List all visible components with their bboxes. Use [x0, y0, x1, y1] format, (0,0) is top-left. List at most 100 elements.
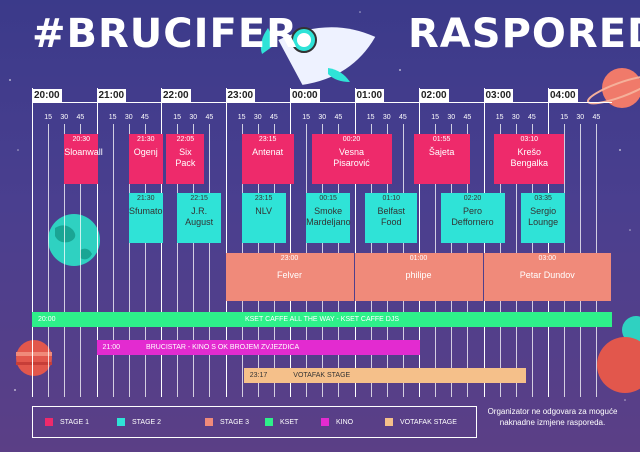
legend-swatch	[205, 418, 213, 427]
quarter-label: 30	[576, 114, 585, 121]
planet-teal-right-icon	[622, 316, 640, 344]
quarter-label: 15	[495, 114, 504, 121]
hour-line	[290, 88, 291, 397]
kset-bar-time: 20:00	[38, 316, 56, 323]
legend-item: KSET	[265, 418, 298, 427]
stage2-slot-time: 21:30	[136, 195, 155, 202]
legend-item: STAGE 1	[45, 418, 89, 427]
quarter-label: 30	[60, 114, 69, 121]
votafak-bar-name: VOTAFAK STAGE	[293, 372, 351, 379]
legend-swatch	[321, 418, 329, 427]
quarter-label: 15	[560, 114, 569, 121]
legend-item: KINO	[321, 418, 353, 427]
quarter-label: 45	[527, 114, 536, 121]
legend-label: VOTAFAK STAGE	[400, 419, 457, 426]
title-brucifer: #BRUCIFER	[32, 11, 298, 57]
hour-label: 04:00	[548, 89, 578, 102]
stage1-slot-name: Ogenj	[133, 147, 158, 157]
quarter-label: 30	[318, 114, 327, 121]
quarter-label: 45	[205, 114, 214, 121]
kino-bar-time: 21:00	[102, 344, 121, 351]
stage1-slot-time: 23:15	[258, 136, 277, 143]
quarter-line	[48, 124, 50, 397]
legend-label: STAGE 2	[132, 419, 162, 426]
stage1-slot-name: Sloanwall	[64, 147, 103, 157]
quarter-label: 45	[269, 114, 278, 121]
stage2-slot-time: 00:15	[319, 195, 337, 202]
hour-line	[354, 88, 356, 397]
quarter-line	[209, 124, 211, 397]
legend-item: VOTAFAK STAGE	[385, 418, 457, 427]
quarter-label: 15	[108, 114, 117, 121]
stage2-slot-name: NLV	[255, 206, 273, 216]
legend-swatch	[117, 418, 125, 427]
legend-item: STAGE 2	[117, 418, 161, 427]
legend-label: STAGE 3	[220, 419, 250, 426]
kset-bar[interactable]: 20:00 KSET CAFFE ALL THE WAY - KSET CAFFE…	[32, 312, 612, 327]
hour-line	[225, 88, 227, 397]
quarter-line	[112, 124, 114, 397]
quarter-line	[177, 124, 179, 397]
votafak-bar[interactable]: 23:17 VOTAFAK STAGE	[243, 368, 526, 383]
quarter-label: 45	[334, 114, 343, 121]
stage2-slot-time: 03:35	[534, 195, 552, 202]
stage3-slot-time: 03:00	[538, 255, 557, 262]
stage1-slot-time: 22:05	[176, 136, 195, 143]
quarter-label: 15	[237, 114, 246, 121]
legend-label: KSET	[280, 419, 299, 426]
legend-swatch	[45, 418, 53, 427]
stage1-slot-time: 20:30	[72, 136, 91, 143]
votafak-bar-time: 23:17	[249, 372, 268, 379]
planet-red-icon	[16, 340, 52, 376]
stage1-slot-time: 03:10	[520, 136, 539, 143]
rocket-icon	[260, 27, 376, 85]
kset-bar-name: KSET CAFFE ALL THE WAY - KSET CAFFE DJS	[244, 316, 400, 323]
quarter-line	[144, 124, 146, 397]
stage3-slot-name: Petar Dundov	[519, 270, 575, 280]
hour-label: 23:00	[225, 89, 256, 102]
hour-label: 03:00	[483, 89, 514, 102]
stage1-slot-time: 00:20	[342, 136, 361, 143]
quarter-label: 15	[44, 114, 53, 121]
legend-label: STAGE 1	[60, 419, 90, 426]
quarter-label: 45	[463, 114, 472, 121]
stage2-slot-name: J.R.August	[185, 206, 214, 227]
hour-line	[419, 88, 420, 397]
stage3-slot-name: Felver	[276, 270, 302, 280]
quarter-label: 30	[447, 114, 456, 121]
legend-swatch	[265, 418, 273, 427]
hour-label: 22:00	[161, 89, 191, 102]
quarter-line	[193, 124, 195, 397]
stage1-slot-time: 21:30	[136, 136, 155, 143]
quarter-label: 15	[173, 114, 182, 121]
hour-line	[32, 88, 33, 397]
hour-label: 02:00	[419, 89, 449, 102]
quarter-label: 45	[76, 114, 85, 121]
stage2-slot-time: 22:15	[190, 195, 208, 202]
hour-line	[96, 88, 98, 397]
